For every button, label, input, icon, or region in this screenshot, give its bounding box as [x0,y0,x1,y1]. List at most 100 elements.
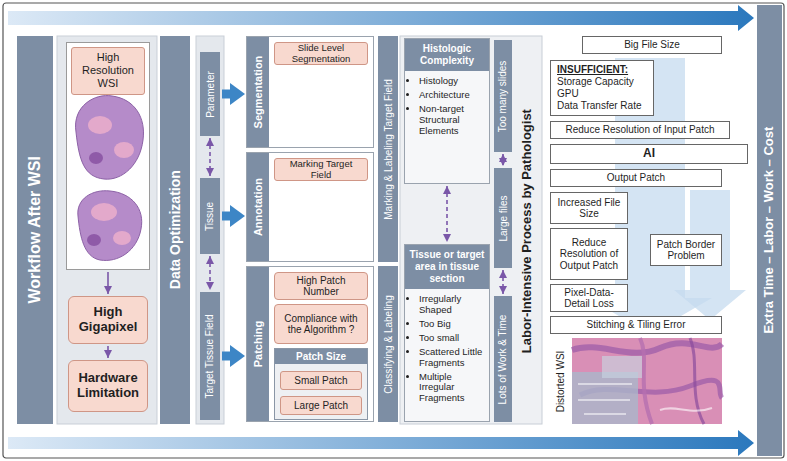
band-label: Lots of Work & Time [498,314,509,404]
column-title: Labor-Intensive Process by Pathologist [516,40,538,422]
band-label: Labor-Intensive Process by Pathologist [520,109,534,353]
distorted-wsi-image [640,338,652,424]
factor-box: Histologic ComplexityHistologyArchitectu… [404,38,490,184]
issue-box: Hardware Limitation [68,360,148,412]
band-label: Parameter [205,71,216,118]
bullet-item: Architecture [419,90,486,101]
distorted-wsi-image [572,338,722,424]
dashed-arrow [446,186,448,242]
flow-arrow [107,272,109,294]
panel-strip: Segmentation [247,37,269,147]
wsi-image [114,142,134,158]
panel-label: Patching [252,321,264,367]
wsi-image [89,152,103,164]
bullet-item: Too Big [419,319,486,330]
box-text: Big File Size [624,39,680,51]
timeline-arrow [8,5,754,31]
box-text: High Patch Number [279,275,363,298]
panel-strip: Patching [247,267,269,421]
dashed-arrow [502,154,504,166]
dashed-arrow [502,270,504,294]
bullet-item: Too small [419,333,486,344]
wsi-image [87,234,101,246]
input-tab: Tissue [200,178,220,254]
block-arrow [222,352,230,361]
box-text: Reduce Resolution of Input Patch [566,124,715,136]
box-heading: Histologic Complexity [405,39,489,71]
wsi-image [66,42,150,270]
wsi-image [76,96,144,180]
label-holder: Distorted WSI [552,338,570,424]
image-title: High Resolution WSI [71,47,145,95]
step-label: Slide Level Segmentation [274,42,368,65]
option-box: Small Patch [280,371,362,390]
burden-tab: Too many slides [494,40,512,152]
problem-box: Pixel-Data-Detail Loss [550,284,628,312]
issue-box: High Patch Number [274,272,368,300]
list-text: Storage Capacity [557,76,647,88]
distorted-wsi-image [602,356,642,378]
bullet-item: Multiple Irregular Fragments [419,372,486,405]
wsi-image [78,191,142,261]
dashed-arrow [209,256,211,290]
step-panel: Annotation Marking Target Field [246,152,374,262]
band-label: Marking & Labeling Target Field [383,79,394,219]
box-text: Slide Level Segmentation [279,43,363,65]
list-text: GPU [557,88,647,100]
box-text: Compliance with the Algorithm ? [279,313,363,336]
step-box: Output Patch [550,169,722,187]
box-heading: Tissue or target area in tissue section [405,245,489,289]
group-title: Patch Size [275,349,367,364]
ai-box: AI [550,144,748,164]
patch-size-group: Patch SizeSmall PatchLarge Patch [274,348,368,420]
problem-box: Increased File Size [550,192,628,224]
wsi-image [91,203,117,221]
box-text: AI [643,147,655,161]
distorted-wsi-image [572,343,722,353]
dashed-arrow [209,138,211,176]
distorted-wsi-image [660,408,712,411]
input-tab: Target Tissue Field [200,292,220,420]
band-label: Workflow After WSI [26,156,44,304]
band-label: Target Tissue Field [205,314,216,398]
list-text: INSUFFICIENT: [557,64,647,76]
band-label: Data Optimization [167,170,182,289]
wsi-frame: High Resolution WSI [66,42,150,270]
step-panel: Segmentation Slide Level Segmentation [246,36,374,148]
band-label: Large files [498,195,509,241]
box-text: Reduce Resolution of Output Patch [555,237,623,272]
timeline-arrow [8,430,754,456]
wsi-image [113,231,131,245]
bullet-item: Irregularly Shaped [419,294,486,316]
bullet-item: Non-target Structural Elements [419,104,486,137]
band-label: Tissue [205,201,216,230]
distorted-wsi-image [578,384,632,414]
step-label: Marking Target Field [274,158,368,181]
panel-ground [400,36,542,424]
box-text: Marking Target Field [279,159,363,181]
outcome-band: Extra Time – Labor – Work – Cost [757,5,782,456]
bullet-item: Scattered Little Fragments [419,347,486,369]
task-tab: Marking & Labeling Target Field [378,36,398,262]
box-text: Increased File Size [555,197,623,220]
bullet-item: Histology [419,76,486,87]
band-label: Too many slides [498,60,509,132]
bullet-list: HistologyArchitectureNon-target Structur… [405,76,486,137]
flow-arrow [107,346,109,358]
panel-strip: Annotation [247,153,269,261]
issue-box: High Gigapixel [68,296,148,344]
distorted-wsi-image [572,372,638,424]
problem-box: Stitching & Tiling Error [550,316,722,334]
distorted-wsi-image [572,338,722,424]
factor-box: Tissue or target area in tissue sectionI… [404,244,490,422]
input-tab: Parameter [200,52,220,136]
box-text: Large Patch [294,400,348,412]
box-text: Small Patch [294,375,347,387]
box-text: Pixel-Data-Detail Loss [555,287,623,310]
problem-box: Reduce Resolution of Output Patch [550,228,628,280]
burden-tab: Large files [494,168,512,268]
problem-box: Big File Size [582,36,722,54]
issue-box: Compliance with the Algorithm ? [274,304,368,344]
box-text: High Gigapixel [73,305,143,335]
panel-ground [196,36,224,424]
